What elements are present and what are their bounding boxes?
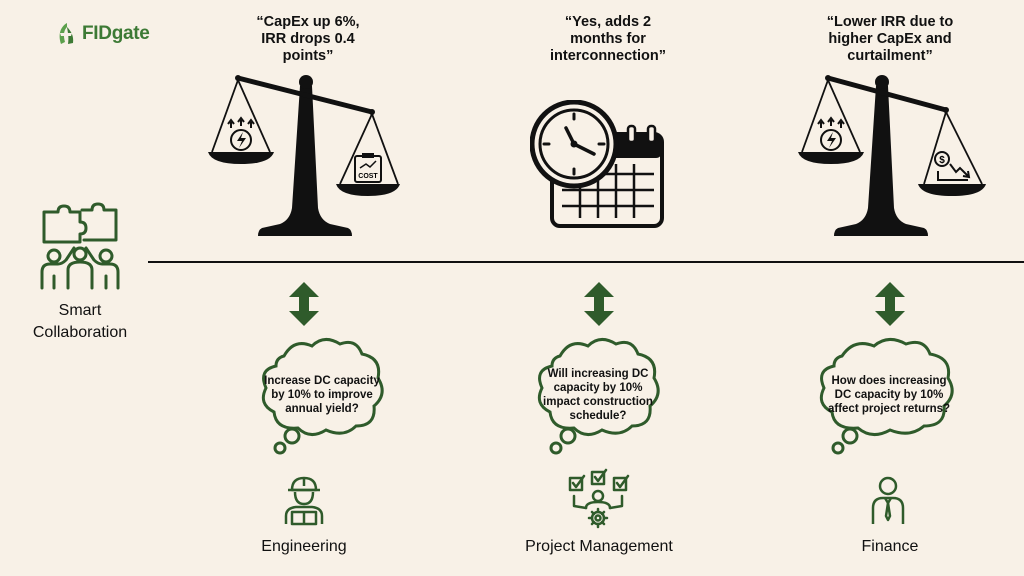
fidgate-logo-icon <box>59 23 74 44</box>
logo: FIDgate <box>56 22 150 46</box>
clock-calendar-icon <box>530 100 664 228</box>
project-management-question: Will increasing DC capacity by 10% impac… <box>538 367 658 423</box>
team-puzzle-icon <box>40 202 120 290</box>
up-down-arrow-icon <box>875 282 905 326</box>
quote-line: “Yes, adds 2 <box>564 14 652 30</box>
finance-balance-scale-icon: $ <box>798 75 986 236</box>
role-project-management: Project Management <box>525 538 673 555</box>
project-management-tasks-icon <box>568 468 630 529</box>
finance-thought-cloud <box>819 338 954 455</box>
project-management-quote: “Yes, adds 2 months for interconnection” <box>508 14 708 65</box>
energy-icon <box>817 116 845 151</box>
question-line: impact construction <box>543 396 653 408</box>
question-line: capacity by 10% <box>553 382 643 394</box>
question-line: Increase DC capacity <box>264 375 380 387</box>
quote-line: points” <box>282 48 334 64</box>
cost-label: COST <box>358 173 378 180</box>
question-line: schedule? <box>569 410 627 422</box>
question-line: Will increasing DC <box>547 368 649 380</box>
dollar-down-trend-icon: $ <box>934 151 971 181</box>
quote-line: IRR drops 0.4 <box>261 31 355 47</box>
cost-clipboard-icon: COST <box>354 153 382 183</box>
smart-collaboration-label: Smart Collaboration <box>20 300 140 344</box>
label-line: Smart <box>58 302 102 319</box>
up-down-arrow-icon <box>289 282 319 326</box>
question-line: How does increasing <box>831 375 947 387</box>
finance-person-icon <box>871 476 905 524</box>
quote-line: “Lower IRR due to <box>826 14 954 30</box>
finance-question: How does increasing DC capacity by 10% a… <box>822 374 956 416</box>
question-line: DC capacity by 10% <box>834 389 944 401</box>
role-engineering: Engineering <box>261 538 347 555</box>
quote-line: “CapEx up 6%, <box>256 14 360 30</box>
energy-icon <box>227 116 255 151</box>
question-line: annual yield? <box>285 403 359 415</box>
role-finance: Finance <box>861 538 919 555</box>
finance-quote: “Lower IRR due to higher CapEx and curta… <box>790 14 990 65</box>
engineering-balance-scale-icon: COST <box>208 75 400 236</box>
quote-line: curtailment” <box>847 48 933 64</box>
divider-line <box>148 261 1024 263</box>
logo-text: FIDgate <box>82 23 150 44</box>
engineer-hardhat-icon <box>284 476 324 526</box>
question-line: affect project returns? <box>827 403 951 415</box>
quote-line: interconnection” <box>549 48 666 64</box>
up-down-arrow-icon <box>584 282 614 326</box>
dollar-label: $ <box>939 155 945 166</box>
question-line: by 10% to improve <box>271 389 373 401</box>
engineering-quote: “CapEx up 6%, IRR drops 0.4 points” <box>208 14 408 65</box>
engineering-thought-cloud <box>261 338 384 455</box>
quote-line: higher CapEx and <box>828 31 952 47</box>
engineering-question: Increase DC capacity by 10% to improve a… <box>262 374 382 416</box>
project-management-thought-cloud <box>537 338 660 455</box>
quote-line: months for <box>570 31 646 47</box>
label-line: Collaboration <box>32 324 128 341</box>
